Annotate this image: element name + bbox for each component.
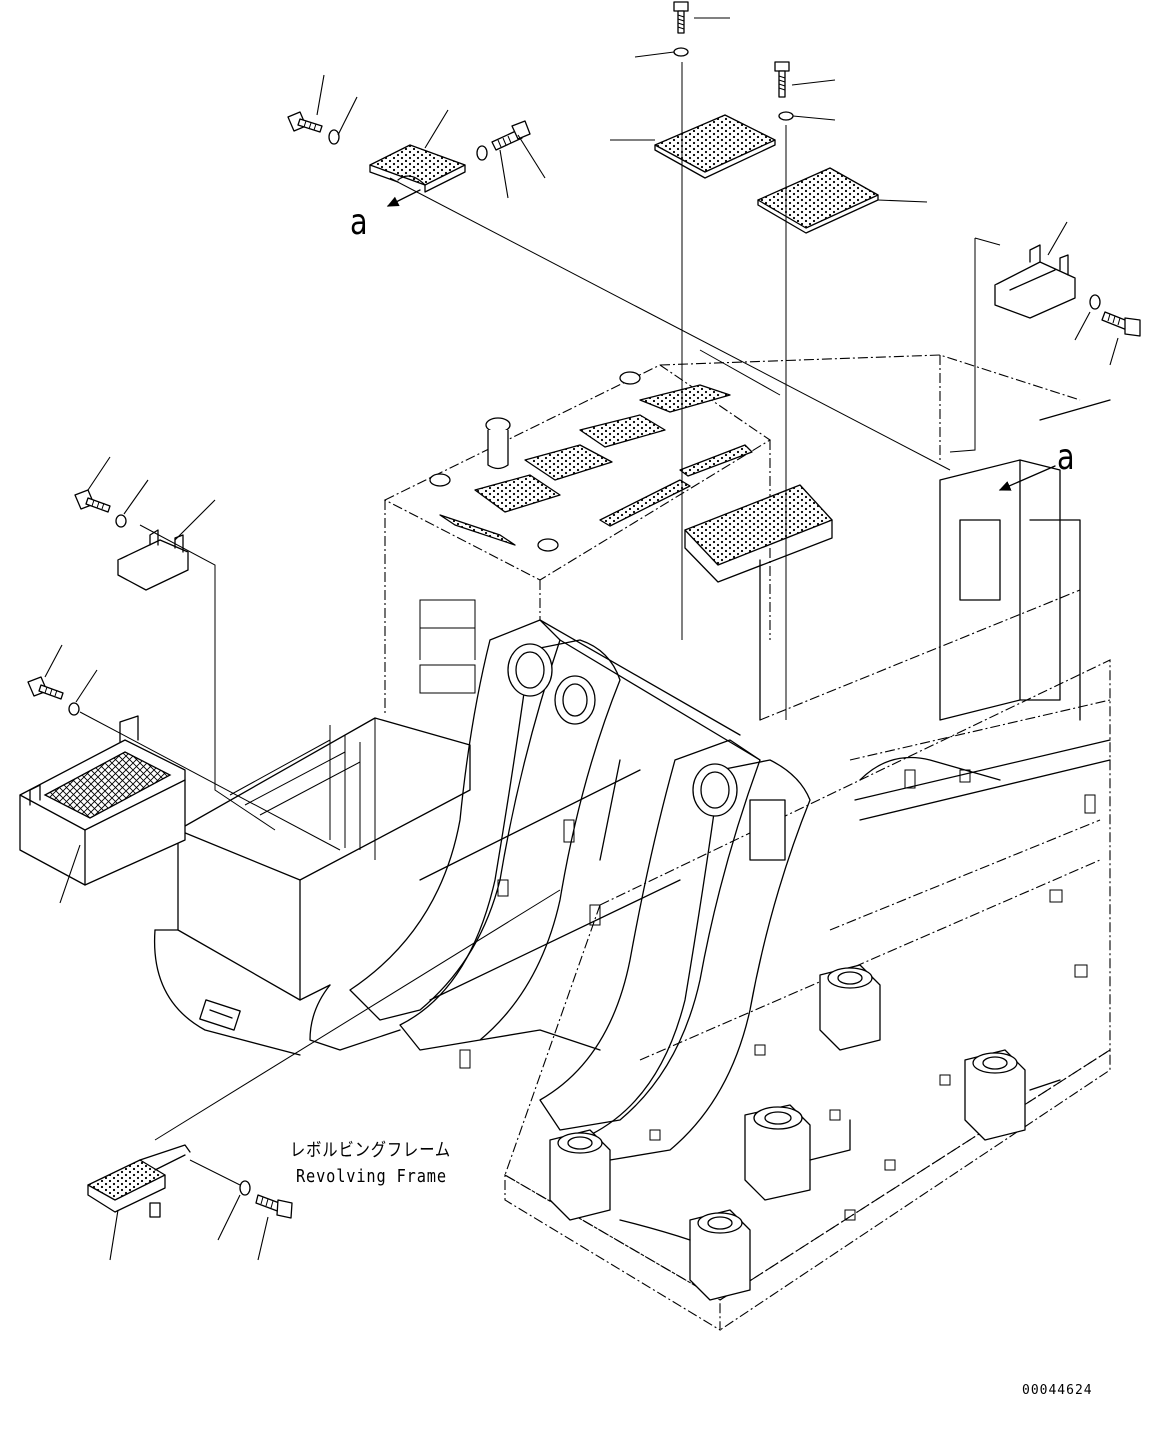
washer-mid-left-a	[115, 514, 127, 528]
frame-caption-japanese: レボルビングフレーム	[290, 1140, 452, 1161]
step-box	[19, 715, 186, 886]
bracket-left	[117, 529, 189, 591]
housing-1	[819, 964, 881, 1051]
view-reference-a-right: a	[1057, 437, 1075, 478]
washer-bottom	[239, 1180, 251, 1196]
bolt-mid-left-a	[74, 489, 111, 513]
housing-4	[549, 1129, 611, 1221]
step-cover-top	[369, 144, 466, 193]
view-reference-a-left: a	[350, 202, 368, 243]
bracket-right	[994, 244, 1076, 319]
frame-caption-english: Revolving Frame	[296, 1166, 447, 1187]
floor-plate-left	[654, 114, 776, 179]
washer-top-2	[778, 111, 794, 121]
drawing-number: 00044624	[1022, 1383, 1093, 1398]
washer-top-1	[673, 47, 689, 57]
bolt-bottom	[255, 1194, 293, 1219]
bolt-right	[1101, 311, 1141, 337]
washer-right	[1089, 294, 1101, 310]
housing-2	[744, 1104, 811, 1201]
revolving-frame	[153, 354, 1111, 1331]
housing-3	[964, 1049, 1026, 1141]
bolt-mid-left-b	[27, 676, 64, 700]
leader-lines	[44, 17, 1119, 1261]
washer-left-b	[476, 145, 488, 161]
bolt-top-1	[673, 1, 689, 34]
floor-plate-right	[757, 167, 879, 234]
housing-5	[689, 1209, 751, 1301]
washer-mid-left-b	[68, 702, 80, 716]
bolt-top-2	[774, 61, 790, 98]
step-bottom	[87, 1144, 191, 1218]
bolt-left-a	[287, 111, 323, 133]
washer-left-a	[328, 129, 340, 145]
bolt-left-b	[491, 120, 531, 151]
